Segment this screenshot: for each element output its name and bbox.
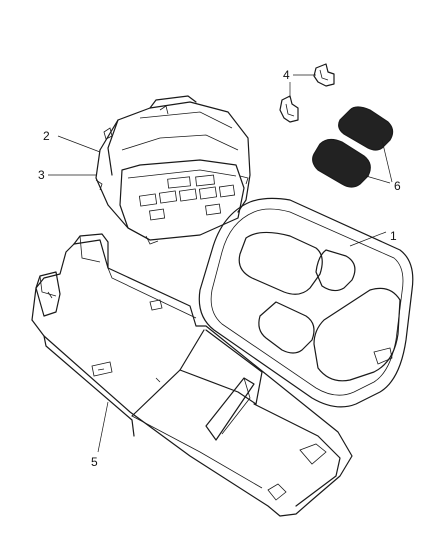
- leader-6b: [365, 175, 391, 184]
- callout-4: 4: [283, 68, 290, 82]
- leader-6a: [381, 139, 393, 183]
- overhead-module: [95, 95, 251, 245]
- callout-1: 1: [390, 229, 397, 243]
- bezel-panel: [198, 197, 414, 408]
- leader-5: [97, 401, 109, 453]
- callout-2: 2: [43, 129, 50, 143]
- console-tray: [31, 233, 353, 517]
- pad-icon: [338, 106, 394, 151]
- clip-icon: [313, 63, 335, 87]
- pad-icon: [312, 138, 371, 188]
- leader-2: [57, 135, 101, 153]
- leader-lines: [48, 74, 393, 453]
- clip-icon: [279, 95, 299, 123]
- callout-3: 3: [38, 168, 45, 182]
- callout-5: 5: [91, 455, 98, 469]
- leader-1: [349, 231, 387, 247]
- callout-6: 6: [394, 179, 401, 193]
